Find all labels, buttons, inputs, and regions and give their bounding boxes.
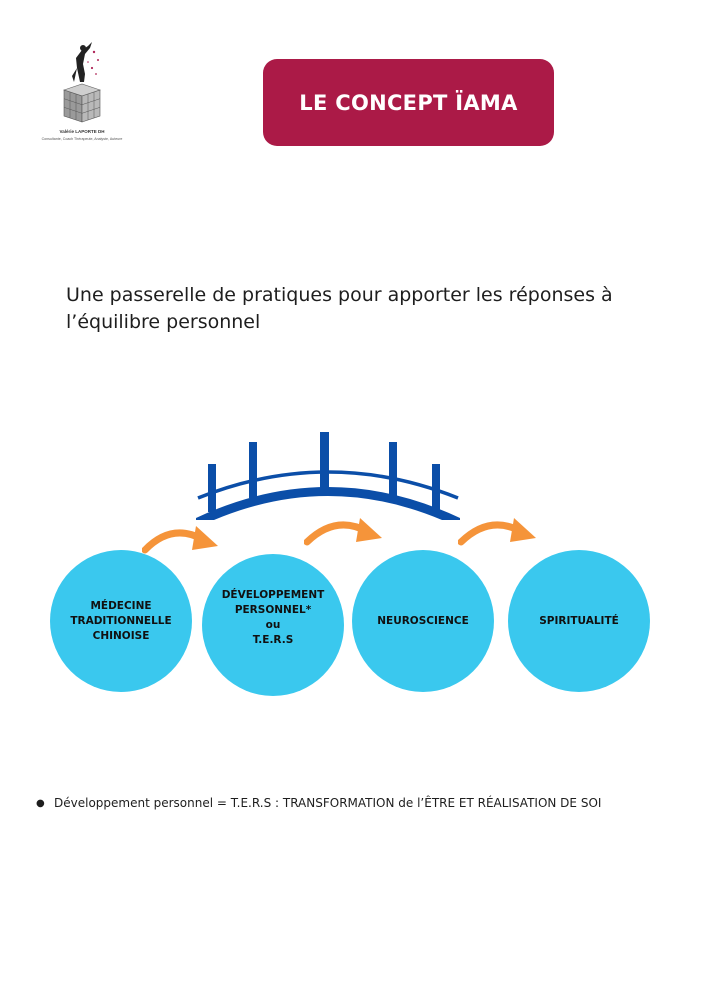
footnote-text: Développement personnel = T.E.R.S : TRAN… <box>54 796 602 810</box>
step-label: MÉDECINE TRADITIONNELLE CHINOISE <box>70 599 172 642</box>
arrow-curved-right-icon <box>458 518 536 546</box>
logo-name: Valérie LAPORTE DH <box>59 129 105 134</box>
intro-text: Une passerelle de pratiques pour apporte… <box>66 282 646 336</box>
logo-tagline: Consultante, Coach Thérapeute, Analyste,… <box>41 137 123 141</box>
arrow-curved-right-icon <box>304 518 382 546</box>
step-label: NEUROSCIENCE <box>377 614 469 627</box>
bullet-icon: ● <box>36 798 45 809</box>
step-label: SPIRITUALITÉ <box>539 614 619 627</box>
step-circle-dev-perso: DÉVELOPPEMENT PERSONNEL* ou T.E.R.S <box>202 554 344 696</box>
step-circle-mtc: MÉDECINE TRADITIONNELLE CHINOISE <box>50 550 192 692</box>
logo: Valérie LAPORTE DH Consultante, Coach Th… <box>30 38 134 148</box>
arrow-curved-right-icon <box>142 526 218 554</box>
title-banner: LE CONCEPT ÏAMA <box>263 59 554 146</box>
step-label: DÉVELOPPEMENT PERSONNEL* ou T.E.R.S <box>221 589 325 646</box>
intro-line-1: Une passerelle de pratiques pour apporte… <box>66 284 613 306</box>
bridge-icon <box>196 432 460 520</box>
intro-line-2: l’équilibre personnel <box>66 311 261 333</box>
step-circle-neuroscience: NEUROSCIENCE <box>352 550 494 692</box>
footnote: ● Développement personnel = T.E.R.S : TRA… <box>36 796 696 810</box>
logo-figure-cube-icon <box>63 42 101 123</box>
step-circle-spiritualite: SPIRITUALITÉ <box>508 550 650 692</box>
page-title: LE CONCEPT ÏAMA <box>299 90 518 115</box>
